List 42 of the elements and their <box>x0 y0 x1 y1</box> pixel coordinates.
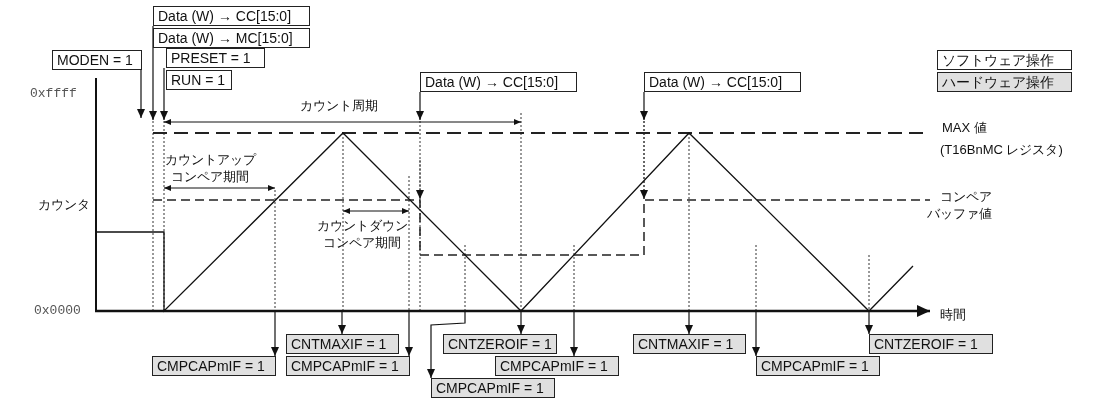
register-write-box: RUN = 1 <box>166 70 232 90</box>
label: カウントアップコンペア期間 <box>163 151 258 185</box>
flag-box: CMPCAPmIF = 1 <box>152 356 276 376</box>
arrow <box>416 91 424 121</box>
arrow <box>427 311 466 379</box>
arrow <box>149 25 157 121</box>
arrow <box>865 311 873 335</box>
flag-box: CMPCAPmIF = 1 <box>756 356 880 376</box>
arrow <box>271 311 279 357</box>
legend-item: ハードウェア操作 <box>937 72 1072 92</box>
label: MAX 値 <box>942 119 987 137</box>
legend-item: ソフトウェア操作 <box>937 50 1072 70</box>
label: カウンタ <box>38 196 90 214</box>
flag-box: CNTMAXIF = 1 <box>286 334 399 354</box>
arrow <box>570 311 578 357</box>
arrow <box>160 67 168 121</box>
arrow <box>338 311 346 335</box>
label: (T16BnMC レジスタ) <box>940 141 1063 159</box>
flag-box: CMPCAPmIF = 1 <box>495 356 619 376</box>
label: カウント周期 <box>300 97 378 115</box>
register-write-box: Data (W) → CC[15:0] <box>420 72 577 92</box>
arrow <box>685 311 693 335</box>
register-write-box: MODEN = 1 <box>52 50 142 70</box>
flag-box: CMPCAPmIF = 1 <box>431 378 555 398</box>
label: 0xffff <box>30 85 77 103</box>
label: 時間 <box>940 306 966 324</box>
arrow <box>517 311 525 335</box>
arrow <box>752 311 760 357</box>
register-write-box: Data (W) → CC[15:0] <box>153 6 310 26</box>
flag-box: CMPCAPmIF = 1 <box>286 356 410 376</box>
register-write-box: PRESET = 1 <box>166 48 265 68</box>
flag-box: CNTMAXIF = 1 <box>633 334 746 354</box>
arrow <box>640 91 648 121</box>
register-write-box: Data (W) → MC[15:0] <box>153 28 310 48</box>
register-write-box: Data (W) → CC[15:0] <box>644 72 801 92</box>
arrow <box>137 69 145 119</box>
label: カウントダウンコンペア期間 <box>315 217 409 251</box>
arrow <box>405 311 413 357</box>
label: コンペアバッファ値 <box>927 188 993 222</box>
flag-box: CNTZEROIF = 1 <box>443 334 557 354</box>
flag-box: CNTZEROIF = 1 <box>869 334 993 354</box>
label: 0x0000 <box>34 302 81 320</box>
